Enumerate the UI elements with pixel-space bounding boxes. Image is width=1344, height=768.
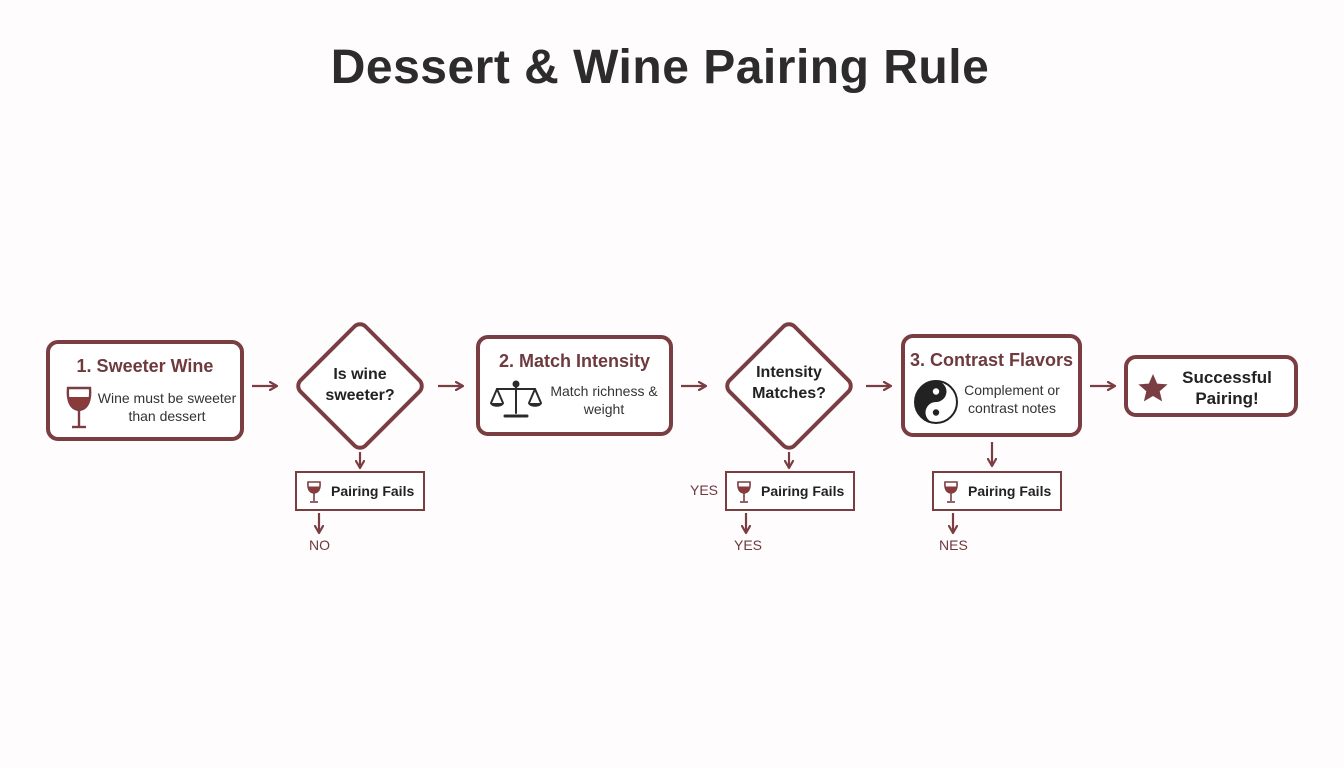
branch-label-yes-below: YES <box>734 537 763 553</box>
step-desc-line2: than dessert <box>128 408 206 424</box>
step-title: 1. Sweeter Wine <box>76 356 214 376</box>
step-title: 3. Contrast Flavors <box>909 350 1074 370</box>
star-icon <box>1138 374 1168 402</box>
step-desc-line1: Match richness & <box>550 383 658 399</box>
pairing-fails-label: Pairing Fails <box>331 483 415 499</box>
success-label: Successful Pairing! <box>1172 367 1282 409</box>
step-sweeter-wine: 1. Sweeter Wine Wine must be sweeter tha… <box>46 340 244 441</box>
pairing-fails-label: Pairing Fails <box>968 483 1052 499</box>
step-desc-line2: weight <box>583 401 625 417</box>
balance-scale-icon <box>490 380 542 418</box>
decision-line1: Intensity <box>756 364 822 381</box>
decision-line2: sweeter? <box>325 387 395 404</box>
yin-yang-icon <box>914 380 958 424</box>
decision-label-sweeter: Is wine sweeter? <box>300 364 420 406</box>
decision-line2: Matches? <box>752 385 826 402</box>
pairing-fails-box-1: Pairing Fails <box>295 471 425 511</box>
step-desc-line2: contrast notes <box>968 400 1056 416</box>
decision-label-intensity: Intensity Matches? <box>729 362 849 404</box>
step-desc: Complement or contrast notes <box>959 381 1065 417</box>
success-line2: Pairing! <box>1195 389 1259 408</box>
pairing-fails-box-3: Pairing Fails <box>932 471 1062 511</box>
wine-glass-icon <box>307 481 321 503</box>
step-desc-line1: Wine must be sweeter <box>97 390 237 406</box>
diagram-title: Dessert & Wine Pairing Rule <box>330 41 990 94</box>
wine-glass-icon <box>66 386 92 429</box>
pairing-fails-label: Pairing Fails <box>761 483 845 499</box>
step-contrast-flavors: 3. Contrast Flavors Complement or contra… <box>901 334 1082 437</box>
success-line1: Successful <box>1182 368 1272 387</box>
decision-line1: Is wine <box>333 366 387 383</box>
branch-label-nes: NES <box>939 537 968 553</box>
step-desc: Wine must be sweeter than dessert <box>94 389 240 425</box>
step-desc-line1: Complement or <box>964 382 1060 398</box>
success-box: Successful Pairing! <box>1124 355 1298 417</box>
pairing-fails-box-2: Pairing Fails <box>725 471 855 511</box>
wine-glass-icon <box>737 481 751 503</box>
step-desc: Match richness & weight <box>546 382 662 418</box>
branch-label-yes-left: YES <box>690 482 719 498</box>
step-match-intensity: 2. Match Intensity Match richness & weig… <box>476 335 673 436</box>
step-title: 2. Match Intensity <box>498 351 651 371</box>
wine-glass-icon <box>944 481 958 503</box>
branch-label-no: NO <box>309 537 330 553</box>
